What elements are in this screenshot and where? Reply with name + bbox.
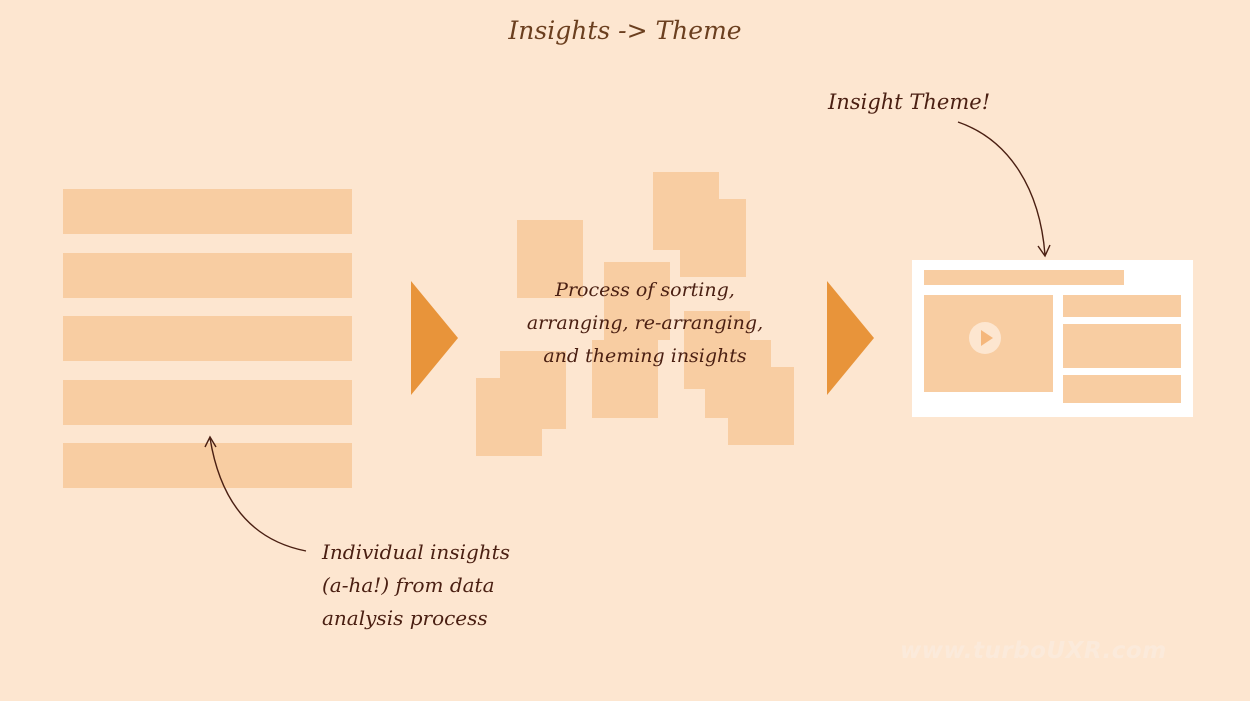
sticky-note xyxy=(592,340,658,418)
insight-bar xyxy=(63,316,352,361)
video-block xyxy=(924,295,1053,392)
flow-arrow-2 xyxy=(827,281,874,395)
insights-label: Individual insights (a-ha!) from data an… xyxy=(322,536,552,635)
frame-header-bar xyxy=(924,270,1124,285)
sticky-note xyxy=(680,199,746,277)
process-label-line: Process of sorting, xyxy=(555,279,735,301)
theme-pointer-arrow xyxy=(957,121,1046,256)
insight-bar xyxy=(63,380,352,425)
watermark: www.turboUXR.com xyxy=(900,638,1167,664)
insights-label-line: Individual insights xyxy=(322,540,510,564)
insights-pointer-arrowhead xyxy=(204,435,217,448)
frame-side-block xyxy=(1063,295,1181,317)
insight-bar xyxy=(63,189,352,234)
sticky-note xyxy=(604,262,670,340)
frame-side-block xyxy=(1063,375,1181,403)
insight-theme-label: Insight Theme! xyxy=(828,90,991,114)
process-label-line: and theming insights xyxy=(543,345,747,367)
theme-pointer-arrowhead xyxy=(1037,244,1051,258)
sticky-note xyxy=(517,220,583,298)
insight-bar xyxy=(63,443,352,488)
insight-bar xyxy=(63,253,352,298)
insights-pointer-arrow xyxy=(209,437,307,552)
process-label: Process of sorting, arranging, re-arrang… xyxy=(510,274,780,373)
insights-label-line: (a-ha!) from data xyxy=(322,573,495,597)
sticky-note xyxy=(476,378,542,456)
play-icon xyxy=(969,322,1001,354)
sticky-note xyxy=(728,367,794,445)
process-label-line: arranging, re-arranging, xyxy=(526,312,764,334)
flow-arrow-1 xyxy=(411,281,458,395)
theme-frame xyxy=(912,260,1193,417)
diagram-title: Insights -> Theme xyxy=(508,16,742,45)
insights-label-line: analysis process xyxy=(322,606,488,630)
frame-side-block xyxy=(1063,324,1181,368)
